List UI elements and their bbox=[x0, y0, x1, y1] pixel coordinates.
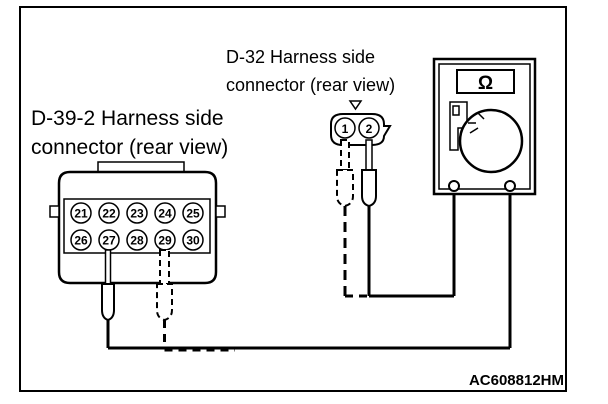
d39-pin: 26 bbox=[70, 229, 92, 251]
ohm-symbol: Ω bbox=[478, 73, 493, 94]
multimeter: Ω bbox=[432, 57, 537, 196]
svg-text:29: 29 bbox=[158, 234, 172, 248]
d32-label-line1: D-32 Harness side bbox=[226, 47, 375, 67]
svg-text:24: 24 bbox=[158, 207, 172, 221]
d39-pin: 23 bbox=[126, 202, 148, 224]
d39-label-line2: connector (rear view) bbox=[31, 136, 228, 159]
svg-text:23: 23 bbox=[130, 207, 144, 221]
d32-pin-1: 1 bbox=[334, 117, 356, 139]
svg-text:27: 27 bbox=[102, 234, 116, 248]
svg-text:28: 28 bbox=[130, 234, 144, 248]
figure-code: AC608812HM bbox=[469, 372, 564, 389]
meter-terminal-ohm bbox=[504, 180, 516, 192]
d39-pin: 30 bbox=[182, 229, 204, 251]
meter-dial bbox=[458, 108, 524, 174]
d39-label-line1: D-39-2 Harness side bbox=[31, 107, 224, 130]
d39-pin: 22 bbox=[98, 202, 120, 224]
svg-text:21: 21 bbox=[74, 207, 88, 221]
meter-display bbox=[456, 69, 515, 94]
d39-pin: 24 bbox=[154, 202, 176, 224]
svg-text:1: 1 bbox=[342, 122, 349, 136]
probe-solid-d39 bbox=[101, 249, 115, 348]
d32-label-line2: connector (rear view) bbox=[226, 75, 395, 95]
svg-text:2: 2 bbox=[366, 122, 373, 136]
d39-pin-row-bottom: 26 27 28 29 30 bbox=[70, 229, 204, 251]
d39-pin-29: 29 bbox=[154, 229, 176, 251]
d39-pin-row-top: 21 22 23 24 25 bbox=[70, 202, 204, 224]
d39-pin-27: 27 bbox=[98, 229, 120, 251]
d32-pin-2: 2 bbox=[358, 117, 380, 139]
probe-solid-d32 bbox=[361, 139, 377, 296]
meter-terminal-com bbox=[448, 180, 460, 192]
d39-pin: 25 bbox=[182, 202, 204, 224]
d39-pin: 21 bbox=[70, 202, 92, 224]
svg-text:25: 25 bbox=[186, 207, 200, 221]
diagram-frame bbox=[19, 6, 567, 392]
svg-text:30: 30 bbox=[186, 234, 200, 248]
svg-text:26: 26 bbox=[74, 234, 88, 248]
svg-text:22: 22 bbox=[102, 207, 116, 221]
d39-pin: 28 bbox=[126, 229, 148, 251]
probe-dashed-d39 bbox=[156, 249, 173, 348]
probe-dashed-d32 bbox=[336, 139, 354, 296]
